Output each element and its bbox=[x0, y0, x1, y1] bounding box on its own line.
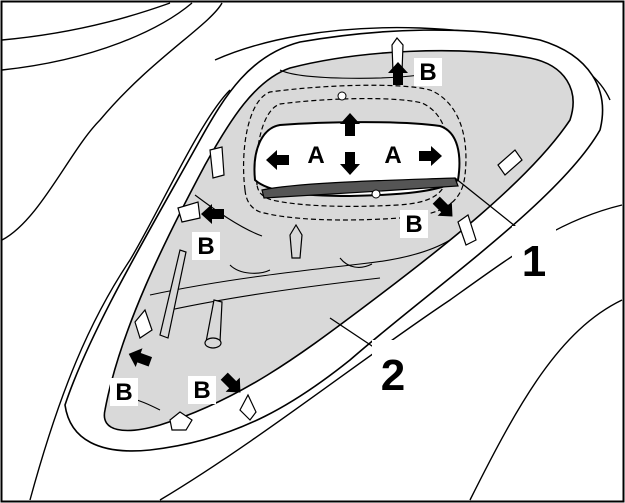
clip-mark bbox=[371, 189, 381, 199]
label-b-box bbox=[400, 210, 428, 238]
label-b-box bbox=[192, 232, 220, 260]
label-b: B bbox=[405, 211, 422, 238]
label-b: B bbox=[193, 377, 210, 404]
label-a: A bbox=[307, 142, 324, 169]
label-b: B bbox=[419, 59, 436, 86]
edge-clips bbox=[134, 37, 523, 431]
bezel-lower-lip bbox=[261, 177, 459, 199]
label-a-box bbox=[303, 140, 329, 168]
label-b-box bbox=[414, 58, 442, 86]
label-b: B bbox=[115, 379, 132, 406]
callout-part-1: 1 bbox=[522, 237, 546, 286]
label-a-box bbox=[380, 140, 406, 168]
callout-1-box bbox=[512, 226, 556, 282]
callout-2-box bbox=[372, 340, 416, 396]
clip-mark bbox=[337, 91, 347, 101]
panel-contours bbox=[119, 69, 451, 411]
label-b-box bbox=[110, 378, 138, 406]
label-a: A bbox=[384, 142, 401, 169]
label-b-box bbox=[188, 376, 216, 404]
leader-lines bbox=[329, 177, 521, 351]
callout-part-2: 2 bbox=[381, 351, 405, 400]
label-b: B bbox=[197, 233, 214, 260]
panel-studs bbox=[159, 223, 303, 349]
